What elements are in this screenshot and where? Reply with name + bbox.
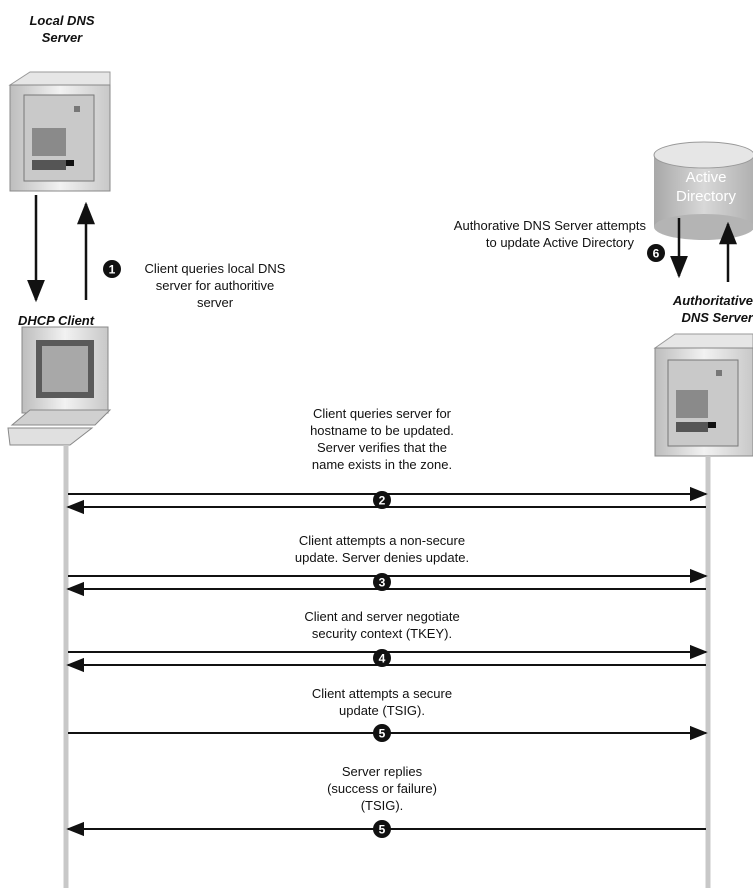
active-directory-label-line2: Directory [676,188,737,205]
step-5-description: Client attempts a secure update (TSIG). [232,685,532,719]
step-1-description: Client queries local DNS server for auth… [120,260,310,311]
step-5-reply-line2: (success or failure) [327,781,437,796]
step-2-line1: Client queries server for [313,406,451,421]
step-6-line1: Authorative DNS Server attempts [453,218,646,233]
step-4-line1: Client and server negotiate [304,609,460,624]
step-3-badge: 3 [373,573,391,591]
svg-text:6: 6 [653,247,660,261]
step-2-line2: hostname to be updated. [310,423,454,438]
step-2-description: Client queries server for hostname to be… [232,405,532,473]
step-5-line1: Client attempts a secure [311,686,453,701]
authoritative-dns-server-label: Authoritative DNS Server [653,292,753,326]
local-dns-server-icon [8,71,111,192]
active-directory-label-line1: Active [686,169,727,186]
step-4-line2: security context (TKEY). [311,626,453,641]
step-5-reply-badge: 5 [373,820,391,838]
authoritative-dns-server-icon [653,333,753,457]
step-5-reply-line1: Server replies [341,764,423,779]
step-3-description: Client attempts a non-secure update. Ser… [232,532,532,566]
step-6-description: Authorative DNS Server attempts to updat… [400,217,646,251]
svg-text:5: 5 [379,823,386,837]
local-dns-label-line1: Local DNS [29,13,95,28]
auth-dns-label-line1: Authoritative [672,293,753,308]
svg-text:1: 1 [109,263,116,277]
svg-text:2: 2 [379,494,386,508]
step-1-line1: Client queries local DNS [144,261,286,276]
svg-text:5: 5 [379,727,386,741]
dhcp-client-label: DHCP Client [18,313,95,328]
active-directory-cylinder-icon: Active Directory [653,141,753,240]
svg-text:4: 4 [379,652,386,666]
step-5-reply-description: Server replies (success or failure) (TSI… [232,763,532,814]
step-5-line2: update (TSIG). [339,703,425,718]
step-1-badge: 1 [103,260,121,278]
step-2-badge: 2 [373,491,391,509]
step-3-line2: update. Server denies update. [294,550,470,565]
auth-dns-label-line2: DNS Server [681,310,753,325]
step-1-line3: server [196,295,234,310]
step-4-description: Client and server negotiate security con… [232,608,532,642]
step-4-badge: 4 [373,649,391,667]
step-2-line3: Server verifies that the [316,440,448,455]
dhcp-client-computer-icon [7,326,112,446]
step-2-line4: name exists in the zone. [311,457,453,472]
local-dns-server-label: Local DNS Server [22,12,102,46]
step-6-badge: 6 [647,244,665,262]
step-6-line2: to update Active Directory [485,235,634,250]
step-5-badge: 5 [373,724,391,742]
step-3-line1: Client attempts a non-secure [298,533,466,548]
local-dns-label-line2: Server [41,30,83,45]
step-5-reply-line3: (TSIG). [360,798,404,813]
step-1-line2: server for authoritive [155,278,275,293]
svg-text:3: 3 [379,576,386,590]
